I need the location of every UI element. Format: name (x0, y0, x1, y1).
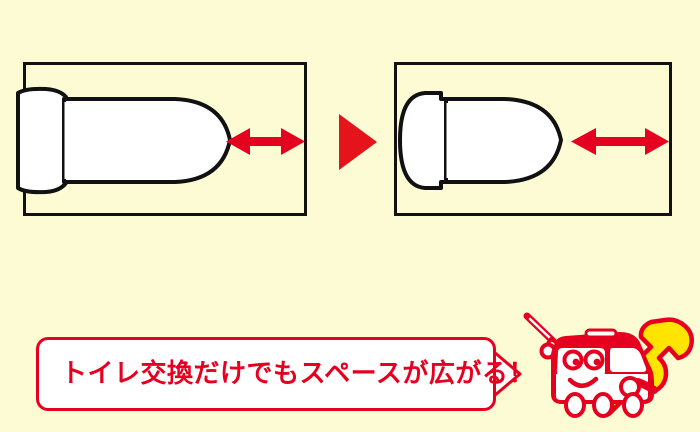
panel-before-label: remaining-space-narrow (0, 0, 1, 1)
mascot-left-hand (539, 342, 557, 360)
callout-bubble: トイレ交換だけでもスペースが広がる！ (36, 337, 534, 411)
mascot-face-panel (557, 348, 605, 376)
mascot-mouth (567, 376, 599, 388)
mascot-right-hand (619, 376, 641, 398)
mascot-van-body (551, 332, 654, 404)
mascot-wheels (564, 392, 644, 418)
panel-after-toilet (394, 62, 672, 216)
screwdriver-icon (523, 312, 563, 360)
mascot-van-window (610, 348, 647, 372)
mascot-eyes (562, 349, 605, 371)
mascot-roof-light (584, 328, 618, 339)
right-triangle-arrow-icon (339, 114, 377, 170)
panel-before-toilet (23, 62, 307, 216)
service-van-character (523, 312, 694, 418)
wrench-icon (594, 317, 694, 418)
callout-text: トイレ交換だけでもスペースが広がる！ (61, 359, 535, 389)
mascot-right-arm (634, 378, 658, 394)
mascot-van-side-panel (556, 374, 648, 400)
mascot-left-arm (545, 348, 567, 366)
panel-after-label: remaining-space-wide (0, 0, 1, 1)
